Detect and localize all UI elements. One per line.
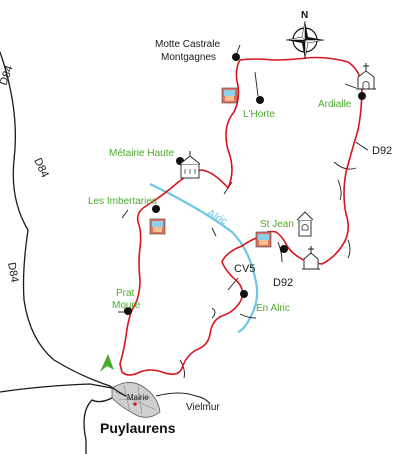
side-road (179, 359, 185, 379)
road-west[interactable] (0, 383, 113, 393)
label-town-puylaurens: Puylaurens (100, 420, 176, 436)
side-road (344, 83, 357, 89)
label-moure: Moure (112, 300, 141, 311)
label-road-d84-top: D84 (0, 64, 16, 87)
side-road (347, 239, 351, 259)
label-road-d84-bottom: D84 (5, 261, 20, 283)
side-road (121, 209, 129, 219)
side-road (337, 179, 342, 201)
label-road-cv5: CV5 (234, 263, 255, 275)
town-area (111, 382, 161, 418)
photo-thumbnail-lhorte[interactable] (221, 87, 238, 104)
poi-dot-lhorte[interactable] (256, 96, 264, 104)
river-alric (149, 183, 259, 334)
label-river-alric: Alric (204, 207, 230, 228)
church-icon-ardialle (356, 63, 376, 90)
label-mairie: Mairie (127, 393, 149, 402)
label-vielmur: Vielmur (186, 402, 220, 413)
bell-tower-icon-st-jean (296, 211, 314, 237)
side-road (277, 241, 283, 263)
label-montgagnes: Montgagnes (161, 52, 216, 63)
town-streets (115, 385, 157, 415)
poi-dot-st-jean[interactable] (280, 245, 288, 253)
label-road-d84-middle: D84 (31, 156, 50, 179)
label-road-d92-south: D92 (273, 277, 293, 289)
church-icon-d92 (302, 246, 320, 270)
side-road (254, 71, 259, 97)
compass-north-label: N (301, 10, 308, 21)
poi-dot-montgagnes[interactable] (232, 53, 240, 61)
label-les-imbertaries: Les Imbertaries (88, 196, 157, 207)
label-st-jean: St Jean (260, 219, 294, 230)
hiking-route[interactable] (119, 56, 363, 376)
poi-dot-mairie[interactable] (133, 402, 137, 406)
road-south[interactable] (83, 397, 113, 454)
photo-thumbnail-st-jean[interactable] (255, 231, 272, 248)
label-metairie-haute: Métairie Haute (109, 148, 174, 159)
poi-dot-prat-moure[interactable] (124, 307, 132, 315)
photo-thumbnail-les-imbertaries[interactable] (149, 218, 166, 235)
start-arrow-icon (100, 354, 114, 372)
side-road (355, 141, 369, 151)
side-road (239, 313, 257, 319)
side-road (333, 161, 357, 170)
road-d84[interactable] (0, 51, 127, 397)
label-road-d92-east: D92 (372, 145, 392, 157)
poi-dot-les-imbertaries[interactable] (152, 205, 160, 213)
label-en-alric: En Alric (256, 303, 290, 314)
side-road (211, 227, 217, 237)
label-motte-castrale: Motte Castrale (155, 39, 220, 50)
label-prat: Prat (116, 288, 135, 299)
compass-icon (285, 20, 325, 60)
poi-dot-en-alric[interactable] (240, 290, 248, 298)
label-ardialle: Ardialle (318, 99, 352, 110)
road-vielmur[interactable] (155, 392, 211, 405)
label-lhorte: L'Horte (243, 109, 275, 120)
side-road (211, 307, 216, 319)
chateau-icon-metairie-haute (179, 151, 201, 179)
poi-dot-ardialle[interactable] (358, 92, 366, 100)
